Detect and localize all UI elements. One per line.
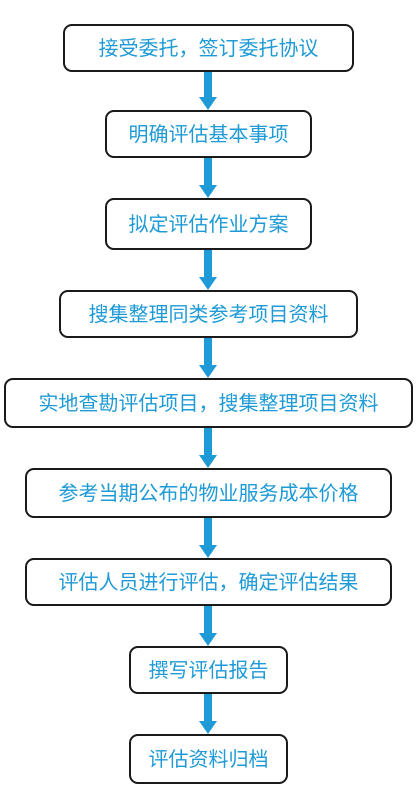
arrow-down-icon (199, 338, 217, 378)
step-accept-commission: 接受委托，签订委托协议 (63, 24, 354, 72)
step-archive-materials: 评估资料归档 (129, 734, 288, 784)
step-site-survey: 实地查勘评估项目，搜集整理项目资料 (4, 378, 413, 428)
arrow-down-icon (199, 250, 217, 290)
arrow-down-icon (199, 694, 217, 734)
arrow-down-icon (199, 606, 217, 646)
arrow-down-icon (199, 72, 217, 110)
step-perform-evaluation: 评估人员进行评估，确定评估结果 (25, 558, 392, 606)
arrow-down-icon (199, 158, 217, 198)
step-draft-plan: 拟定评估作业方案 (105, 198, 312, 250)
arrow-down-icon (199, 428, 217, 468)
step-write-report: 撰写评估报告 (129, 646, 288, 694)
step-collect-reference-data: 搜集整理同类参考项目资料 (59, 290, 358, 338)
step-reference-cost-price: 参考当期公布的物业服务成本价格 (25, 468, 392, 518)
arrow-down-icon (199, 518, 217, 558)
step-clarify-basics: 明确评估基本事项 (105, 110, 312, 158)
